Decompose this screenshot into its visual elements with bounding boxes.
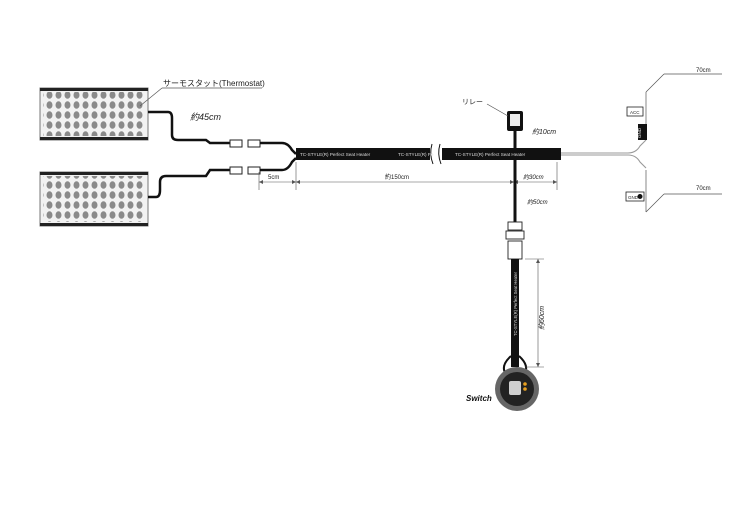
ground-icon: GND xyxy=(625,191,645,202)
len-5: 5cm xyxy=(268,175,279,181)
switch-connector xyxy=(505,221,525,260)
svg-text:GND: GND xyxy=(637,127,642,138)
len-60: 約60cm xyxy=(538,306,546,330)
svg-text:ACC: ACC xyxy=(630,110,640,115)
acc-wire xyxy=(561,139,647,154)
svg-text:GND: GND xyxy=(628,195,639,200)
thermostat-leader xyxy=(139,87,163,107)
harness-print-3: TC-STYLE(R) Perfect Seat Heater xyxy=(455,152,526,157)
pad-cable-bottom xyxy=(148,168,230,199)
harness-print-1: TC-STYLE(R) Perfect Seat Heater xyxy=(300,152,371,157)
relay xyxy=(507,111,523,131)
len-70-bottom: 70cm xyxy=(696,186,711,192)
gnd-terminal: GND xyxy=(637,124,647,140)
len-70-top: 70cm xyxy=(696,68,711,74)
dimension-lines xyxy=(258,162,558,190)
switch-cable xyxy=(511,259,519,367)
gnd-wire xyxy=(561,154,647,169)
main-harness xyxy=(296,148,561,160)
relay-label: リレー xyxy=(462,99,483,106)
len-30: 約30cm xyxy=(523,173,544,181)
pad-cable-top xyxy=(148,110,230,145)
len-50: 約50cm xyxy=(527,198,548,206)
switch-dial-icon xyxy=(495,367,539,411)
heater-pad-top xyxy=(39,87,149,141)
switch-label: Switch xyxy=(466,394,492,403)
connector-icon xyxy=(229,139,261,175)
harness-print-2: TC-STYLE(R) Pe xyxy=(398,152,434,157)
len-10: 約10cm xyxy=(532,128,556,136)
heater-pad-bottom xyxy=(39,171,149,227)
acc-terminal: ACC xyxy=(626,106,644,117)
thermostat-label: サーモスタット(Thermostat) xyxy=(163,79,265,88)
switch-cable-print: TC-STYLE(R) Perfect Seat Heater xyxy=(513,271,518,336)
len-150: 約150cm xyxy=(385,173,409,181)
cable-length-45: 約45cm xyxy=(190,112,222,122)
